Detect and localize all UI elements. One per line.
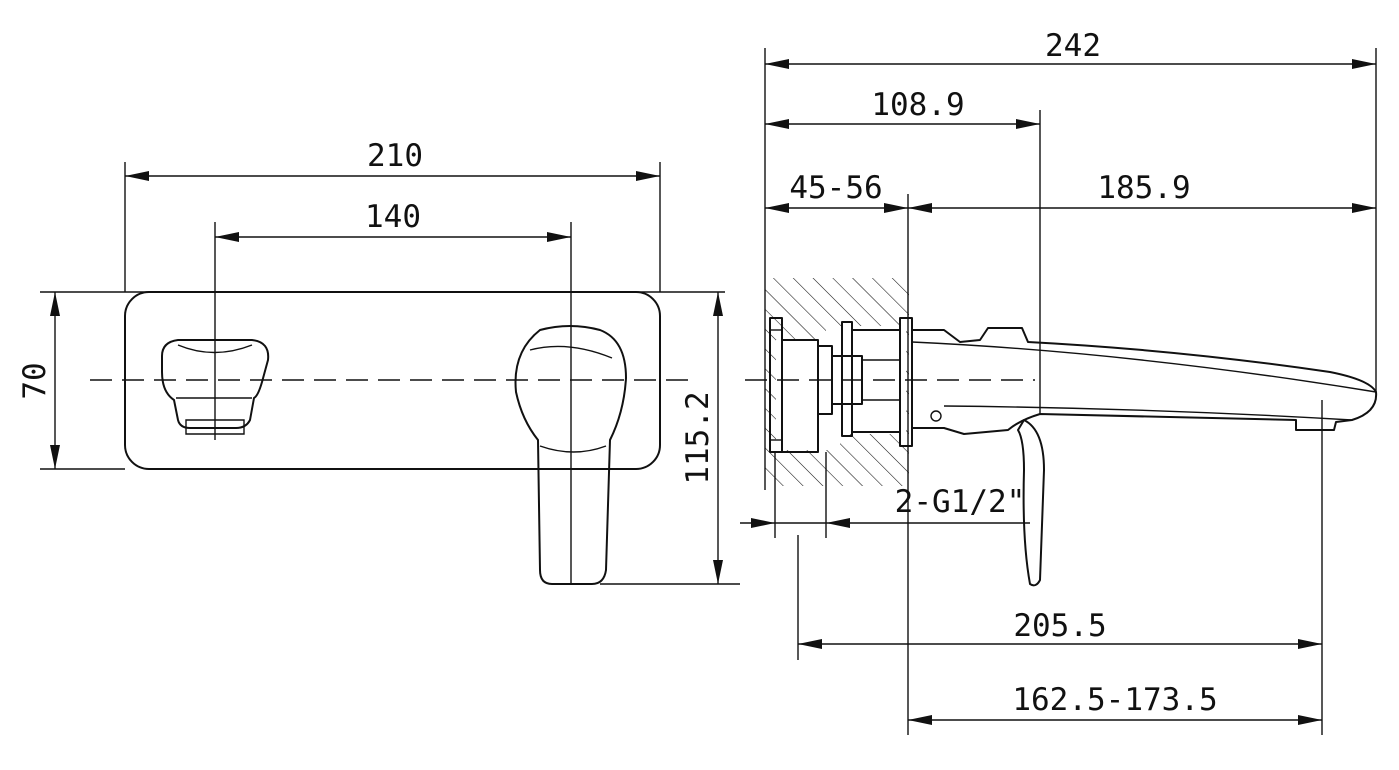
side-lever [1017,419,1045,587]
dim-front-handle-drop: 115.2 [680,391,716,484]
dim-front-handle-spacing: 140 [365,199,421,235]
side-view: 242 108.9 45-56 185.9 2-G1/2" 205.5 162.… [740,28,1378,735]
dim-side-body-length: 108.9 [871,87,964,123]
dim-front-total-width: 210 [367,138,423,174]
front-view: 210 140 70 115.2 [17,138,740,585]
spout-body [911,327,1378,435]
dim-side-connection: 2-G1/2" [895,484,1026,520]
dim-side-adjust-range: 162.5-173.5 [1012,682,1217,718]
dim-side-total-length: 242 [1045,28,1101,64]
dim-front-plate-height: 70 [17,362,53,399]
dim-side-spout-reach: 205.5 [1013,608,1106,644]
dim-side-wall-depth: 45-56 [789,170,882,206]
mixer-handle [514,325,627,585]
dim-side-spout-projection: 185.9 [1097,170,1190,206]
